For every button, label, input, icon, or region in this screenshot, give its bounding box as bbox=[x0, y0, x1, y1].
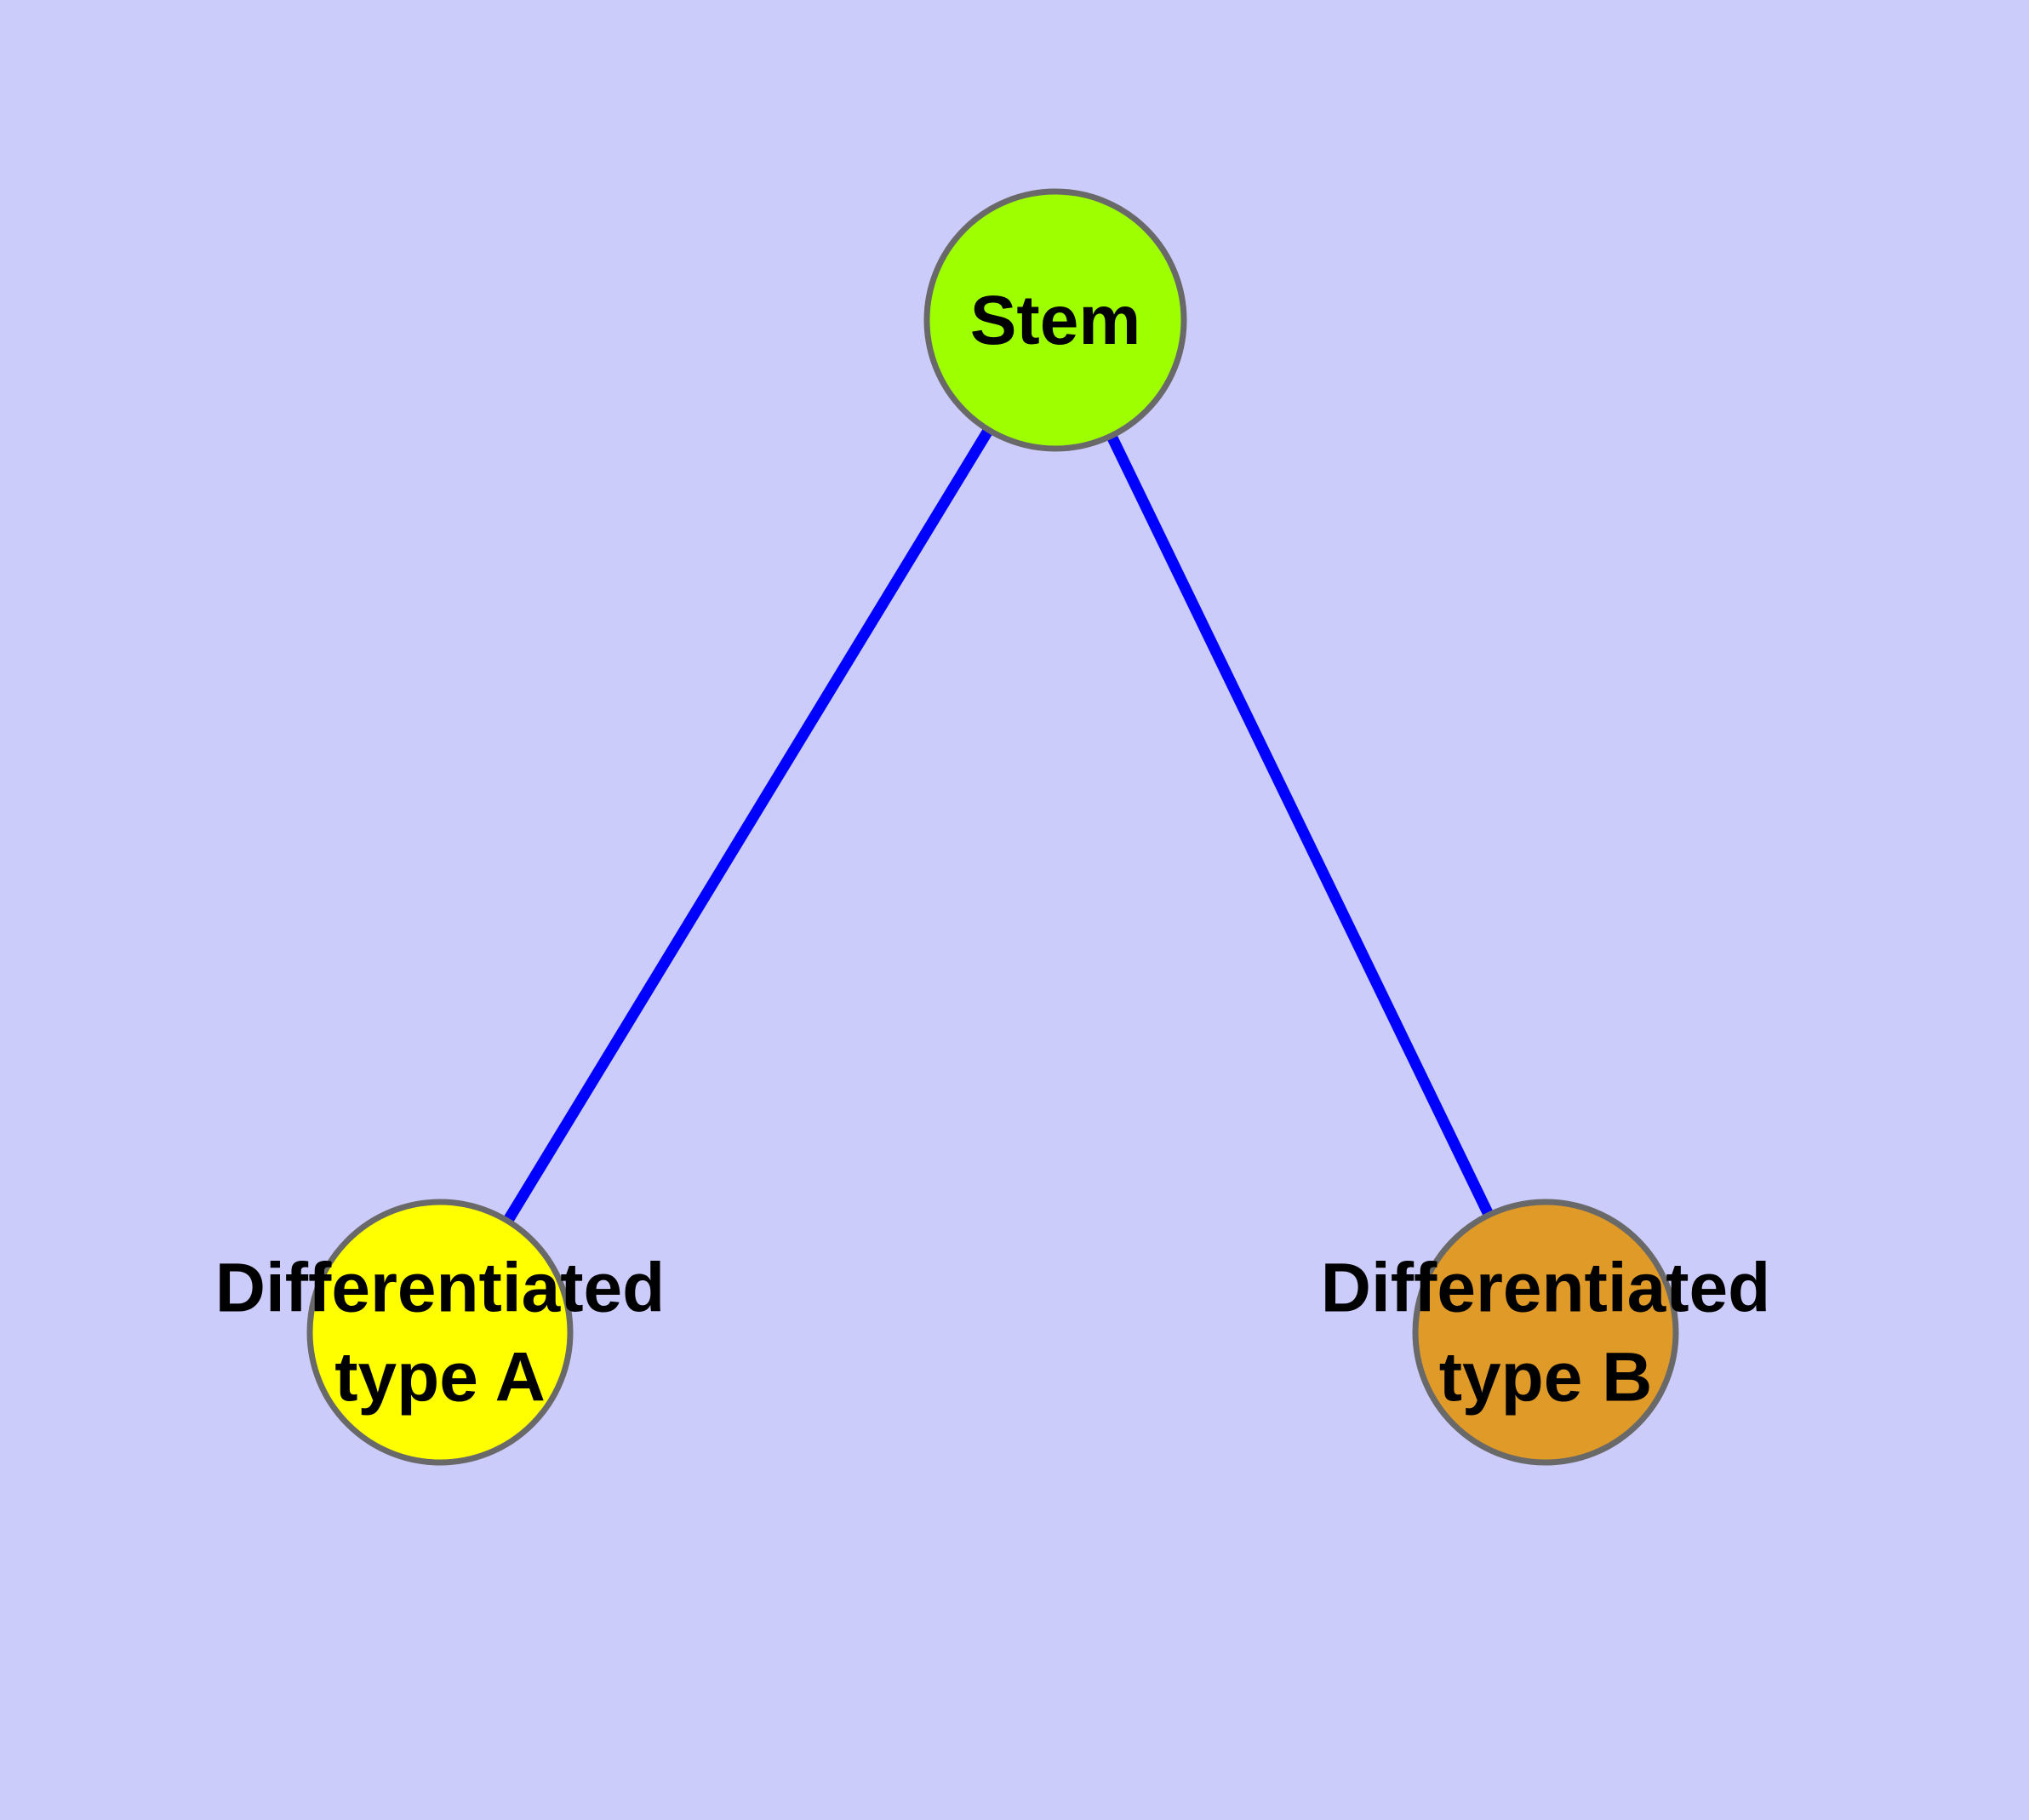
graph-edge-stem-to-a bbox=[500, 424, 996, 1228]
graph-node-diff_b[interactable]: Differentiated type B bbox=[1321, 1199, 1771, 1466]
node-label-diff_a: Differentiated type A bbox=[215, 1249, 666, 1416]
node-label-diff_b: Differentiated type B bbox=[1321, 1249, 1771, 1416]
node-label-line: type A bbox=[334, 1338, 546, 1416]
node-circle-stem[interactable] bbox=[923, 188, 1187, 452]
graph-node-diff_a[interactable]: Differentiated type A bbox=[215, 1199, 666, 1466]
node-label-stem: Stem bbox=[970, 282, 1141, 359]
graph-edge-stem-to-b bbox=[1105, 430, 1495, 1221]
node-circle-diff_a[interactable] bbox=[306, 1199, 574, 1466]
node-label-line: Stem bbox=[970, 282, 1141, 359]
node-circle-diff_b[interactable] bbox=[1412, 1199, 1679, 1466]
edges-layer bbox=[500, 424, 1495, 1228]
node-label-line: Differentiated bbox=[1321, 1249, 1771, 1326]
node-label-line: Differentiated bbox=[215, 1249, 666, 1326]
graph-node-stem[interactable]: Stem bbox=[923, 188, 1187, 452]
node-label-line: type B bbox=[1439, 1338, 1653, 1416]
